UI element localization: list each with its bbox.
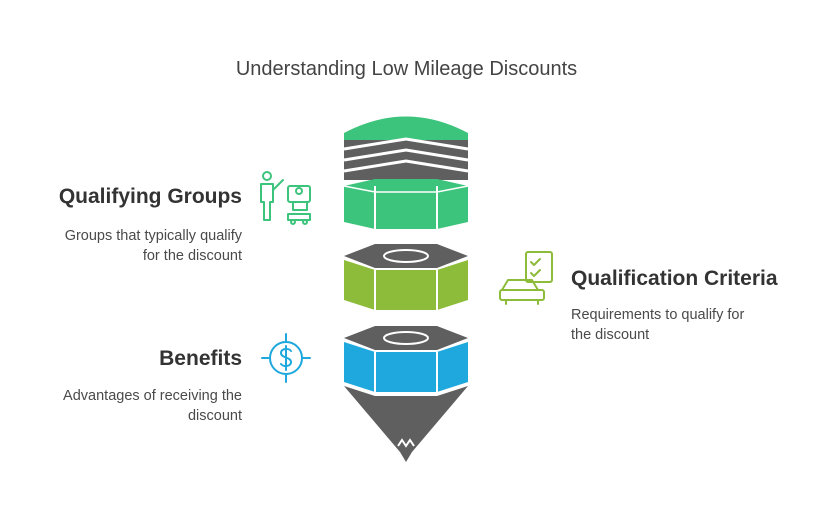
- checklist-car-icon: [498, 250, 558, 308]
- qualification-criteria-desc-line1: Requirements to qualify for: [571, 307, 745, 323]
- qualification-criteria-description: Requirements to qualify for the discount: [571, 305, 801, 345]
- dollar-target-icon: [258, 330, 314, 386]
- qualification-criteria-desc-line2: the discount: [571, 327, 650, 343]
- qualification-criteria-heading: Qualification Criteria: [571, 267, 778, 290]
- person-presenting-car-icon: [255, 170, 315, 226]
- qualifying-groups-heading: Qualifying Groups: [58, 185, 242, 208]
- blue-nut-segment: [344, 326, 468, 392]
- benefits-heading: Benefits: [159, 347, 242, 370]
- qualifying-groups-desc-line1: Groups that typically qualify: [64, 228, 242, 244]
- benefits-description: Advantages of receiving the discount: [20, 386, 242, 426]
- benefits-desc-line1: Advantages of receiving the: [63, 388, 242, 404]
- page-title: Understanding Low Mileage Discounts: [235, 58, 578, 80]
- qualifying-groups-description: Groups that typically qualify for the di…: [20, 226, 242, 266]
- qualifying-groups-desc-line2: for the discount: [142, 248, 242, 264]
- lime-nut-segment: [344, 244, 468, 310]
- drill-tip-segment: [344, 386, 468, 462]
- benefits-desc-line2: discount: [187, 408, 242, 424]
- green-cylinder-segment: [343, 116, 469, 229]
